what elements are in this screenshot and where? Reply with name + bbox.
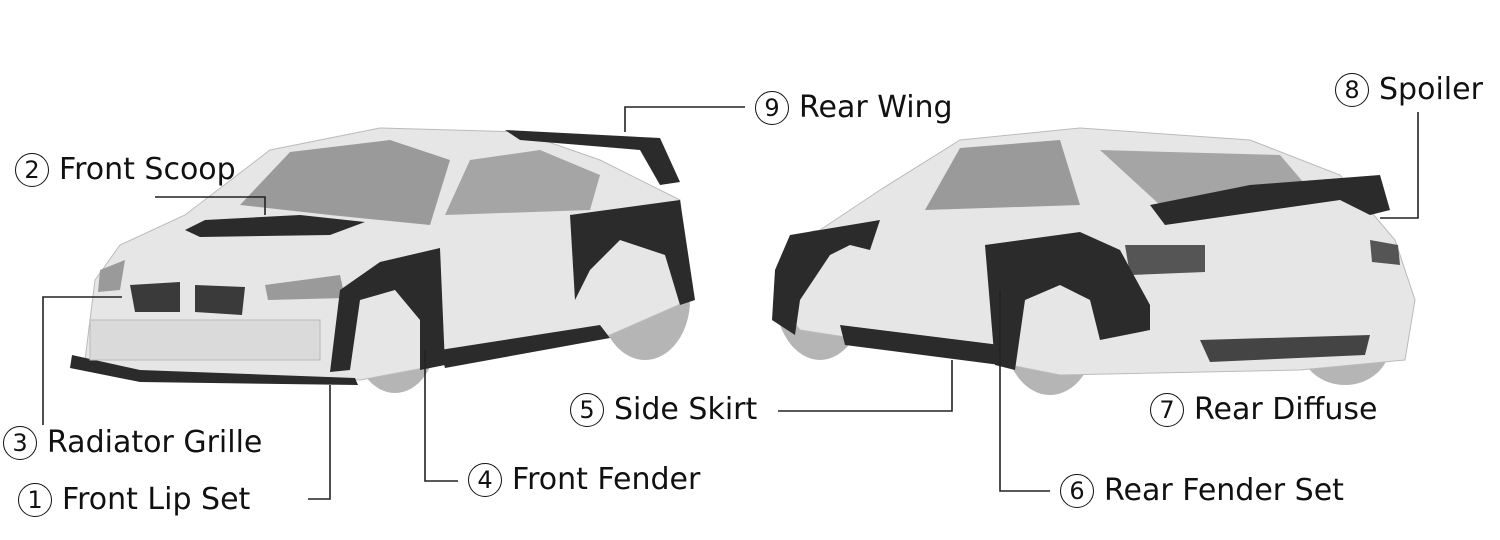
leader-front-fender	[424, 350, 458, 482]
part-name: Spoiler	[1379, 72, 1483, 107]
leader-side-skirt	[778, 360, 953, 412]
number-badge: 9	[755, 91, 789, 125]
part-name: Side Skirt	[614, 392, 758, 427]
front-fender-part	[330, 248, 445, 372]
part-name: Front Fender	[512, 462, 701, 497]
part-name: Front Scoop	[59, 152, 236, 187]
label-rear-diffuse: 7 Rear Diffuse	[1150, 393, 1377, 427]
rear-view-car	[772, 127, 1416, 395]
leader-front-lip	[308, 385, 331, 500]
part-name: Rear Fender Set	[1104, 473, 1344, 508]
front-fender-rear-view	[772, 220, 880, 335]
leader-spoiler	[1380, 112, 1419, 219]
leader-front-scoop	[155, 196, 266, 215]
label-front-lip-set: 1 Front Lip Set	[18, 483, 250, 517]
side-skirt-part-front	[440, 325, 610, 368]
leader-rear-fender	[999, 290, 1050, 492]
part-name: Radiator Grille	[47, 425, 263, 460]
grille-part	[130, 282, 245, 315]
part-name: Rear Diffuse	[1194, 392, 1378, 427]
label-rear-fender-set: 6 Rear Fender Set	[1060, 474, 1344, 508]
label-radiator-grille: 3 Radiator Grille	[3, 426, 262, 460]
spoiler-part	[1150, 175, 1390, 225]
number-badge: 6	[1060, 474, 1094, 508]
leader-rear-wing	[624, 106, 745, 132]
number-badge: 1	[18, 483, 52, 517]
number-badge: 2	[15, 153, 49, 187]
leader-radiator-grille	[42, 296, 122, 425]
label-front-fender: 4 Front Fender	[468, 463, 700, 497]
front-lip-part	[70, 355, 358, 385]
label-front-scoop: 2 Front Scoop	[15, 153, 236, 187]
part-name: Front Lip Set	[62, 482, 251, 517]
front-view-car	[70, 127, 695, 393]
label-rear-wing: 9 Rear Wing	[755, 91, 953, 125]
label-side-skirt: 5 Side Skirt	[570, 393, 757, 427]
side-skirt-part	[840, 325, 1000, 365]
number-badge: 4	[468, 463, 502, 497]
number-badge: 5	[570, 393, 604, 427]
rear-wing-part	[505, 130, 680, 185]
rear-diffuser-part	[1200, 335, 1370, 362]
number-badge: 7	[1150, 393, 1184, 427]
label-spoiler: 8 Spoiler	[1335, 73, 1483, 107]
front-scoop-part	[185, 215, 365, 237]
rear-fender-front-view	[570, 200, 695, 305]
number-badge: 3	[3, 426, 37, 460]
number-badge: 8	[1335, 73, 1369, 107]
part-name: Rear Wing	[799, 90, 953, 125]
rear-fender-part	[985, 232, 1150, 370]
leader-lines	[42, 106, 1419, 500]
